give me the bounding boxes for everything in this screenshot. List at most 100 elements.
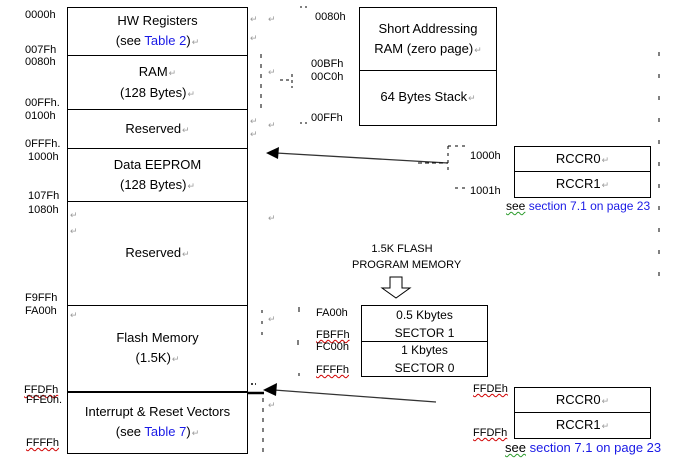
see-text: see <box>506 199 526 213</box>
block-title: Reserved <box>125 120 182 136</box>
paragraph-mark-icon: ↵ <box>268 67 276 77</box>
address-label: 0080h <box>25 56 56 68</box>
block-title: Interrupt & Reset Vectors <box>84 404 231 419</box>
block-title: HW Registers <box>117 13 198 28</box>
rccr0-register: RCCR0↵ <box>515 388 650 413</box>
paragraph-mark-icon: ↵ <box>601 154 610 165</box>
block-stack: 64 Bytes Stack↵ <box>360 71 496 124</box>
address-label: 00C0h <box>311 71 344 83</box>
section-7-1-link[interactable]: section 7.1 on page 23 <box>528 199 651 213</box>
rccr1-register: RCCR1↵ <box>515 413 650 438</box>
memory-map-column: HW Registers (see Table 2)↵ RAM↵ (128 By… <box>67 7 248 454</box>
address-label: 0080h <box>315 11 346 23</box>
rccr-bottom-table: RCCR0↵ RCCR1↵ <box>514 387 651 439</box>
address-label: FA00h <box>25 305 57 317</box>
address-label: FC00h <box>316 341 350 353</box>
flash-sector-column: 0.5 Kbytes SECTOR 1 1 Kbytes SECTOR 0 <box>361 305 488 377</box>
paragraph-mark-icon: ↵ <box>601 180 610 190</box>
paragraph-mark-icon: ↵ <box>601 421 610 431</box>
table-7-link[interactable]: Table 7 <box>144 424 187 439</box>
block-ram: RAM↵ (128 Bytes)↵ <box>68 56 247 110</box>
flash-title-line2: PROGRAM MEMORY <box>352 259 462 271</box>
see-suffix: ) <box>186 33 191 48</box>
address-label: FBFFh <box>316 329 350 341</box>
paragraph-mark-icon: ↵ <box>70 310 78 320</box>
address-label: FA00h <box>316 307 348 319</box>
address-label: 007Fh <box>25 44 57 56</box>
paragraph-mark-icon: ↵ <box>70 210 78 220</box>
block-title: Reserved <box>125 245 182 260</box>
rccr-top-table: RCCR0↵ RCCR1↵ <box>514 146 651 198</box>
block-reserved-2: Reserved ↵ <box>68 202 247 306</box>
paragraph-mark-icon: ↵ <box>468 93 476 103</box>
paragraph-mark-icon: ↵ <box>268 400 276 410</box>
flash-detail-title: 1.5K FLASH PROGRAM MEMORY <box>352 241 462 273</box>
paragraph-mark-icon: ↵ <box>187 88 196 99</box>
block-title: Data EEPROM <box>113 156 202 172</box>
paragraph-mark-icon: ↵ <box>250 14 258 24</box>
address-label: 107Fh <box>28 190 60 202</box>
address-label: FFFFh <box>316 364 349 376</box>
sector-name: SECTOR 0 <box>394 361 455 375</box>
register-name: RCCR1 <box>555 417 601 432</box>
address-label: 0FFFh. <box>25 138 61 150</box>
block-data-eeprom: Data EEPROM (128 Bytes)↵ <box>68 149 247 202</box>
see-suffix: ) <box>186 424 191 439</box>
paragraph-mark-icon: ↵ <box>268 14 276 24</box>
address-label: 0100h <box>25 110 56 122</box>
sector-0: 1 Kbytes SECTOR 0 <box>362 342 487 376</box>
block-hw-registers: HW Registers (see Table 2)↵ <box>68 8 247 56</box>
eeprom-arrow-head <box>266 147 279 159</box>
section-7-1-link[interactable]: section 7.1 on page 23 <box>529 440 662 455</box>
eeprom-arrow-line <box>275 152 449 164</box>
address-label: 0000h <box>25 9 56 21</box>
address-label: 00BFh <box>311 58 344 70</box>
address-label: F9FFh <box>25 292 58 304</box>
paragraph-mark-icon: ↵ <box>250 116 258 126</box>
block-subtitle: RAM (zero page) <box>374 40 474 56</box>
register-name: RCCR0 <box>555 150 601 166</box>
see-text: see <box>505 440 526 455</box>
address-label: 1001h <box>470 185 501 197</box>
address-label: 1000h <box>28 151 59 163</box>
register-name: RCCR1 <box>555 176 601 191</box>
address-label: FFFFh <box>26 437 59 449</box>
block-flash-memory: Flash Memory (1.5K)↵ <box>68 306 247 393</box>
block-size: (1.5K) <box>135 350 171 365</box>
address-label: FFDEh <box>473 383 508 395</box>
block-reserved-1: Reserved↵ <box>68 110 247 149</box>
rccr-arrow-line <box>273 389 437 403</box>
address-label: 1080h <box>28 204 59 216</box>
paragraph-mark-icon: ↵ <box>182 124 190 135</box>
block-title: Flash Memory <box>116 330 199 345</box>
flash-title-line1: 1.5K FLASH <box>371 243 433 255</box>
down-arrow-icon <box>380 276 412 299</box>
paragraph-mark-icon: ↵ <box>191 428 200 438</box>
sector-size: 0.5 Kbytes <box>396 307 453 322</box>
rccr1-register: RCCR1↵ <box>515 172 650 197</box>
address-label: FFDFh <box>473 427 508 439</box>
sector-name: SECTOR 1 <box>394 325 455 340</box>
paragraph-mark-icon: ↵ <box>268 314 276 324</box>
block-zero-page: Short Addressing RAM (zero page)↵ <box>360 8 496 71</box>
rccr-arrow-head <box>263 383 277 396</box>
sector-1: 0.5 Kbytes SECTOR 1 <box>362 306 487 342</box>
rccr0-register: RCCR0↵ <box>515 147 650 172</box>
paragraph-mark-icon: ↵ <box>171 354 180 364</box>
table-2-link[interactable]: Table 2 <box>144 33 187 48</box>
paragraph-mark-icon: ↵ <box>187 180 196 191</box>
sector-size: 1 Kbytes <box>401 343 448 357</box>
paragraph-mark-icon: ↵ <box>268 120 276 130</box>
block-title: Short Addressing <box>378 20 478 36</box>
paragraph-mark-icon: ↵ <box>250 129 258 139</box>
block-interrupt-vectors: Interrupt & Reset Vectors (see Table 7)↵ <box>68 393 247 452</box>
block-size: (128 Bytes) <box>119 176 187 192</box>
paragraph-mark-icon: ↵ <box>250 33 258 43</box>
rccr-top-reference: see section 7.1 on page 23 <box>506 199 650 213</box>
paragraph-mark-icon: ↵ <box>168 67 177 78</box>
block-title: 64 Bytes Stack <box>380 89 468 104</box>
register-name: RCCR0 <box>555 391 601 407</box>
address-label: 00FFh <box>311 112 343 124</box>
see-text: (see <box>115 33 145 48</box>
